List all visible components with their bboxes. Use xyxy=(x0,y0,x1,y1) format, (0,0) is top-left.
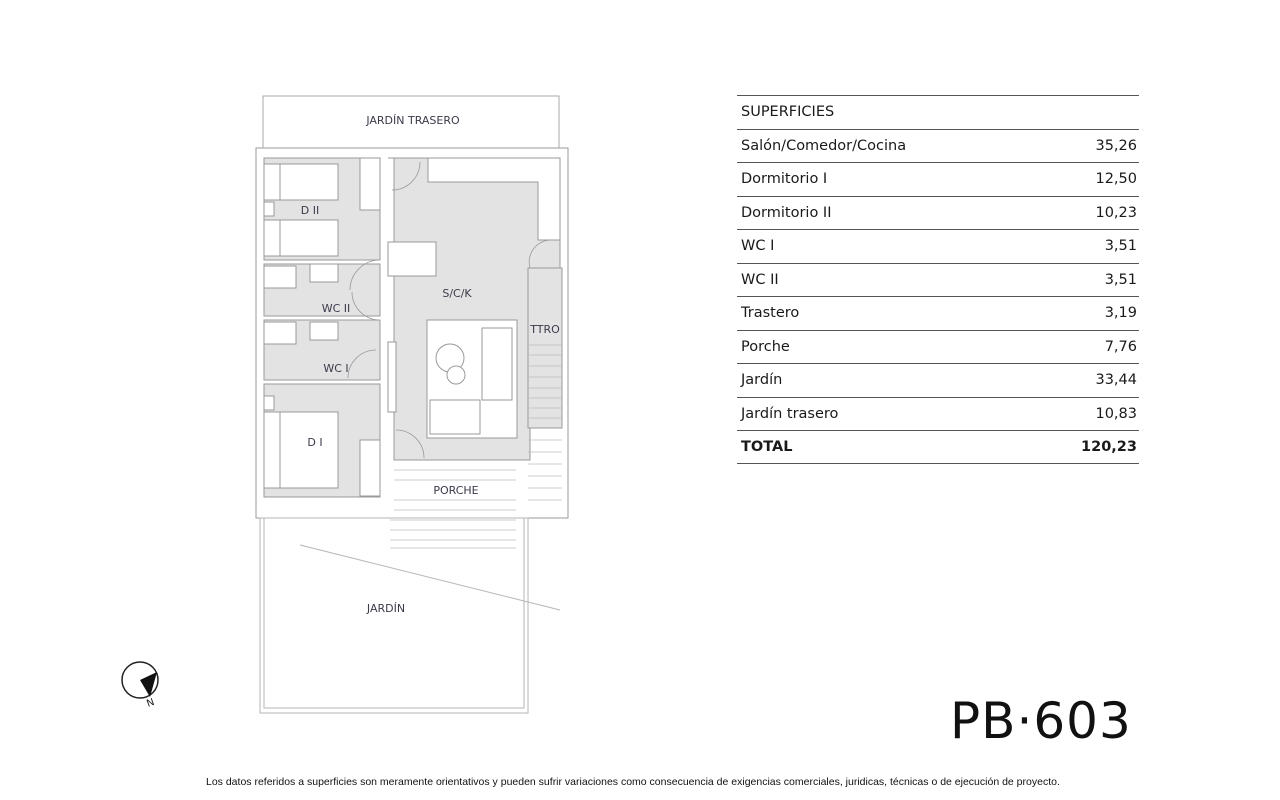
dining-table xyxy=(387,241,437,277)
room-label-dormitorio-1: D I xyxy=(307,436,322,449)
jardin-area xyxy=(259,517,529,714)
room-label-wc-2: WC II xyxy=(322,302,351,315)
table-row: Jardín trasero 10,83 xyxy=(737,396,1139,431)
row-value: 3,51 xyxy=(1104,271,1137,288)
floor-plan: JARDÍN TRASERO D II S/C/K WC II WC I TTR… xyxy=(121,95,569,714)
table-row: Salón/Comedor/Cocina 35,26 xyxy=(737,128,1139,163)
room-label-wc-1: WC I xyxy=(323,362,348,375)
row-label: Salón/Comedor/Cocina xyxy=(741,137,907,154)
table-title: SUPERFICIES xyxy=(741,104,835,121)
table-row: WC II 3,51 xyxy=(737,262,1139,297)
row-value: 12,50 xyxy=(1095,171,1137,188)
row-value: 7,76 xyxy=(1104,338,1137,355)
row-label: Porche xyxy=(741,338,790,355)
svg-text:N: N xyxy=(145,697,156,710)
row-label: WC I xyxy=(741,238,775,255)
row-value: 33,44 xyxy=(1095,372,1137,389)
room-label-jardin-trasero: JARDÍN TRASERO xyxy=(365,114,460,127)
room-label-salon: S/C/K xyxy=(442,287,472,300)
row-value: 10,23 xyxy=(1095,204,1137,221)
jardin-trasero-area xyxy=(262,95,560,149)
row-value: 35,26 xyxy=(1095,137,1137,154)
room-label-dormitorio-2: D II xyxy=(301,204,319,217)
unit-code: PB·603 xyxy=(950,692,1132,750)
table-row: Dormitorio II 10,23 xyxy=(737,195,1139,230)
north-arrow-icon: N xyxy=(121,661,159,710)
total-label: TOTAL xyxy=(741,438,793,455)
room-label-porche: PORCHE xyxy=(433,484,478,497)
row-label: Trastero xyxy=(741,305,800,322)
room-label-trastero: TTRO xyxy=(529,323,560,336)
total-value: 120,23 xyxy=(1081,438,1137,455)
table-row: Porche 7,76 xyxy=(737,329,1139,364)
row-label: Jardín xyxy=(741,372,783,389)
table-total-row: TOTAL 120,23 xyxy=(737,430,1139,464)
table-header: SUPERFICIES xyxy=(737,95,1139,129)
row-value: 3,19 xyxy=(1104,305,1137,322)
superficies-table: SUPERFICIES Salón/Comedor/Cocina 35,26 Do… xyxy=(737,95,1139,464)
disclaimer: Los datos referidos a superficies son me… xyxy=(206,776,1060,788)
row-value: 10,83 xyxy=(1095,405,1137,422)
table-row: Dormitorio I 12,50 xyxy=(737,162,1139,196)
room-label-jardin: JARDÍN xyxy=(366,602,405,615)
row-label: WC II xyxy=(741,271,779,288)
table-row: Trastero 3,19 xyxy=(737,296,1139,330)
row-label: Dormitorio I xyxy=(741,171,828,188)
table-row: WC I 3,51 xyxy=(737,229,1139,263)
trastero-floor xyxy=(527,267,563,429)
row-label: Jardín trasero xyxy=(741,405,839,422)
row-label: Dormitorio II xyxy=(741,204,832,221)
table-row: Jardín 33,44 xyxy=(737,363,1139,397)
row-value: 3,51 xyxy=(1104,238,1137,255)
